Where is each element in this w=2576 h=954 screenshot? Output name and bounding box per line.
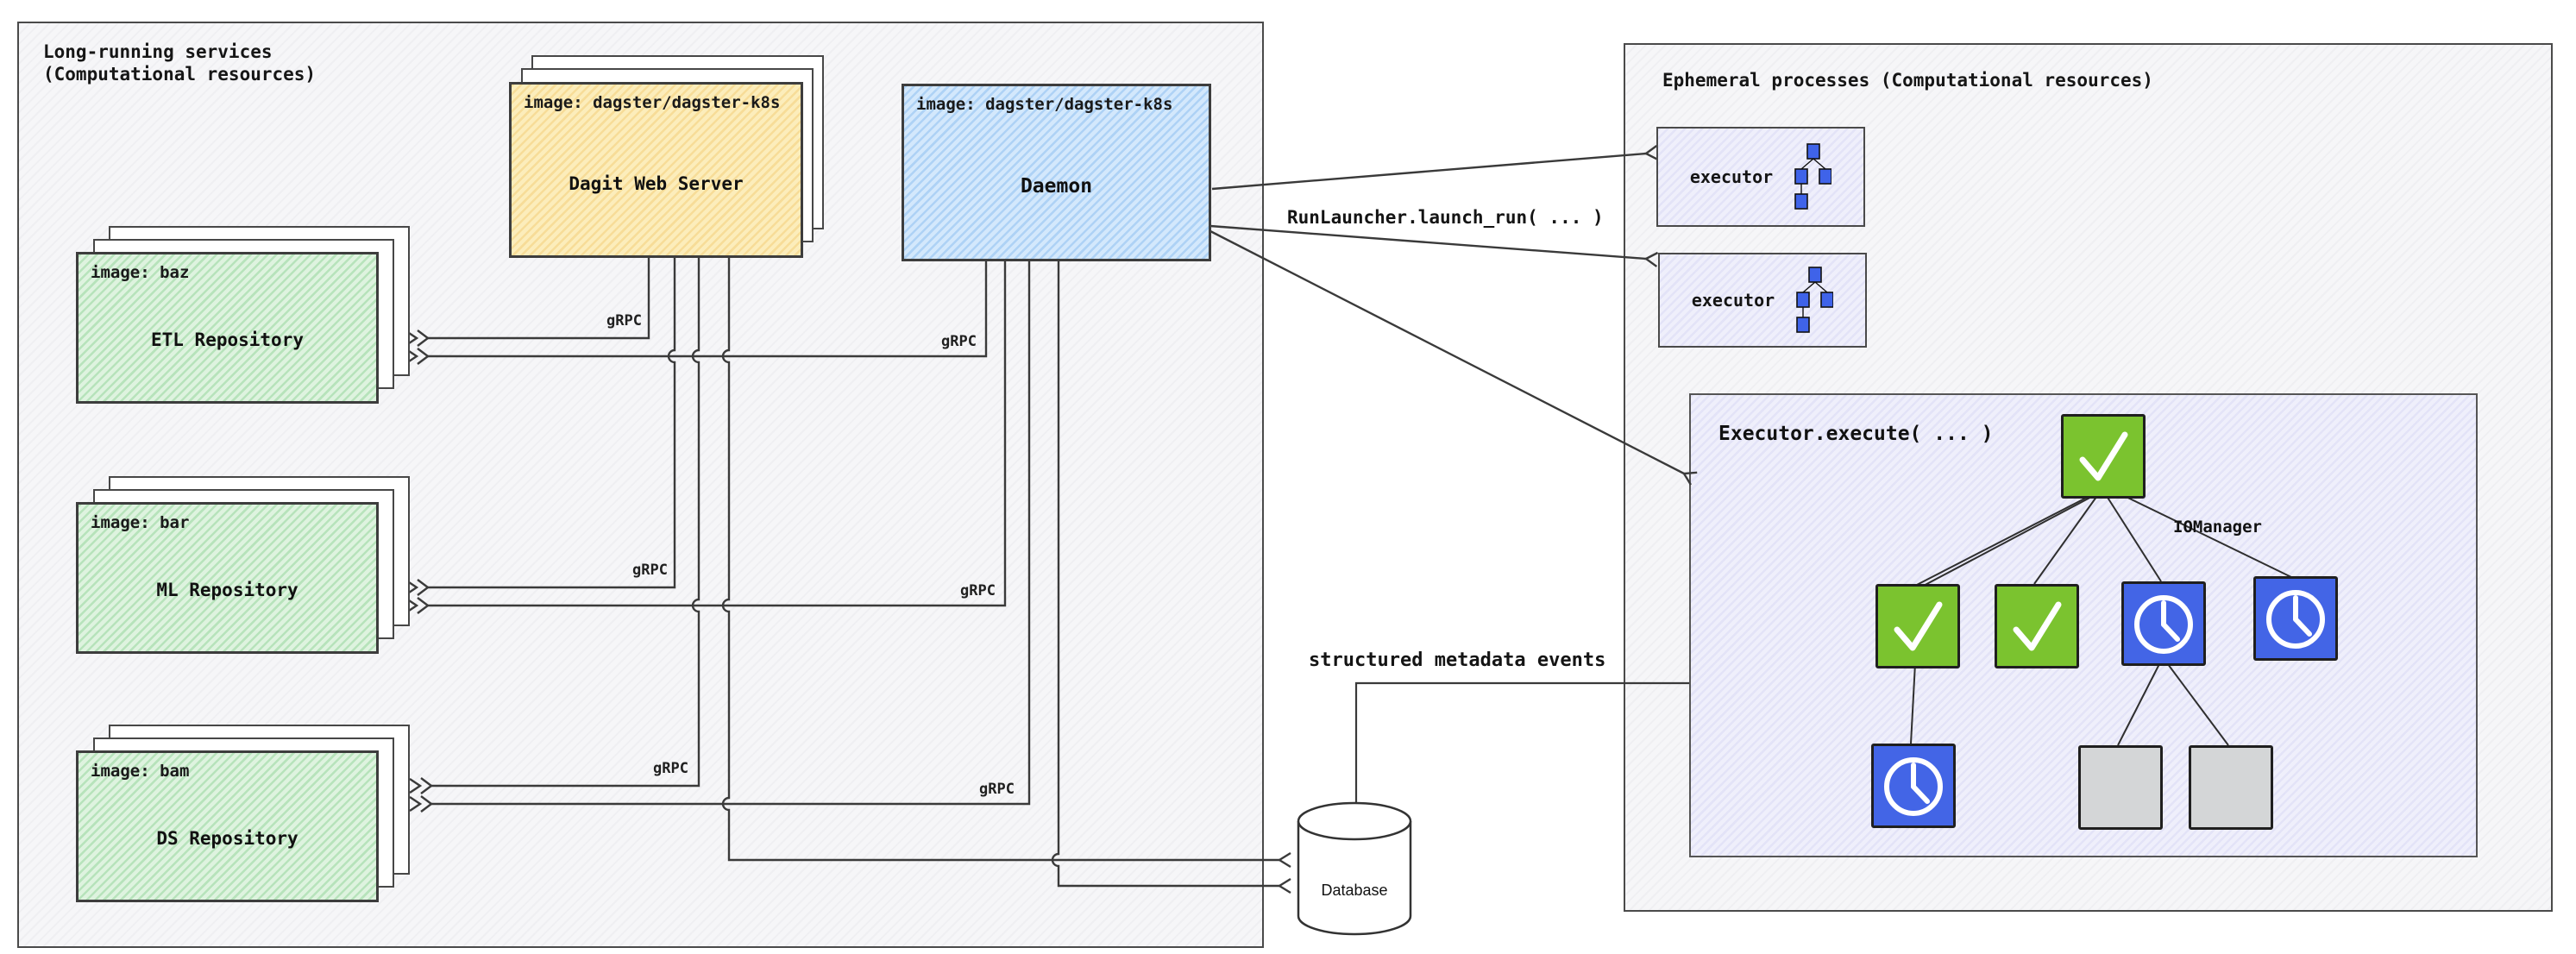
ds-image-label: image: bam (91, 762, 190, 781)
ds-repository-box: image: bam DS Repository (76, 750, 379, 902)
daemon-name: Daemon (1020, 175, 1093, 198)
dagit-image-label: image: dagster/dagster-k8s (524, 93, 781, 112)
etl-image-label: image: baz (91, 263, 190, 282)
executor-box-2: executor (1658, 253, 1867, 348)
run-launcher-label: RunLauncher.launch_run( ... ) (1287, 207, 1604, 228)
clock-icon (2266, 590, 2325, 649)
grpc-label-daemon-ds: gRPC (979, 781, 1015, 798)
dag-node-in-progress (2121, 581, 2206, 666)
check-icon (2079, 431, 2128, 481)
database-cylinder: Database (1297, 801, 1412, 936)
run-launcher-arrows (1209, 154, 1684, 474)
metadata-events-label: structured metadata events (1309, 650, 1606, 671)
daemon-box: image: dagster/dagster-k8s Daemon (902, 84, 1211, 261)
grpc-label-dagit-etl: gRPC (606, 312, 642, 330)
dagit-web-server-box: image: dagster/dagster-k8s Dagit Web Ser… (509, 82, 803, 258)
right-panel-title: Ephemeral processes (Computational resou… (1662, 70, 2153, 91)
check-icon (2013, 601, 2062, 651)
dag-icon (1796, 267, 1834, 333)
dag-icon (1794, 143, 1832, 210)
daemon-image-label: image: dagster/dagster-k8s (916, 95, 1173, 114)
ml-repository-name: ML Repository (156, 579, 298, 600)
grpc-label-daemon-etl: gRPC (941, 333, 977, 350)
ml-image-label: image: bar (91, 513, 190, 532)
left-panel-title: Long-running services (Computational res… (43, 41, 317, 85)
iomanager-label: IOManager (2173, 518, 2262, 537)
check-icon (1894, 601, 1943, 651)
clock-icon (1884, 757, 1943, 816)
dag-node-success (1875, 584, 1960, 668)
dag-node-root-success (2061, 414, 2146, 499)
executor-label: executor (1689, 166, 1774, 187)
clock-icon (2134, 595, 2193, 654)
executor-box-1: executor (1656, 127, 1865, 227)
grpc-label-dagit-ds: gRPC (653, 760, 688, 777)
executor-label: executor (1691, 290, 1775, 311)
ds-repository-name: DS Repository (156, 827, 298, 849)
dag-node-success (1995, 584, 2079, 668)
etl-repository-box: image: baz ETL Repository (76, 252, 379, 404)
dag-node-queued (2189, 745, 2273, 830)
dag-node-queued (2078, 745, 2163, 830)
dag-node-in-progress (1871, 744, 1956, 828)
executor-execute-box: Executor.execute( ... ) IOManager (1689, 393, 2478, 857)
executor-execute-title: Executor.execute( ... ) (1718, 423, 1994, 445)
dag-edges (1910, 489, 2294, 746)
dagit-name: Dagit Web Server (569, 173, 744, 194)
grpc-label-dagit-ml: gRPC (632, 562, 668, 579)
grpc-label-daemon-ml: gRPC (960, 582, 996, 599)
etl-repository-name: ETL Repository (150, 329, 304, 350)
dag-node-in-progress (2253, 576, 2338, 661)
database-label: Database (1321, 882, 1387, 899)
ml-repository-box: image: bar ML Repository (76, 502, 379, 654)
